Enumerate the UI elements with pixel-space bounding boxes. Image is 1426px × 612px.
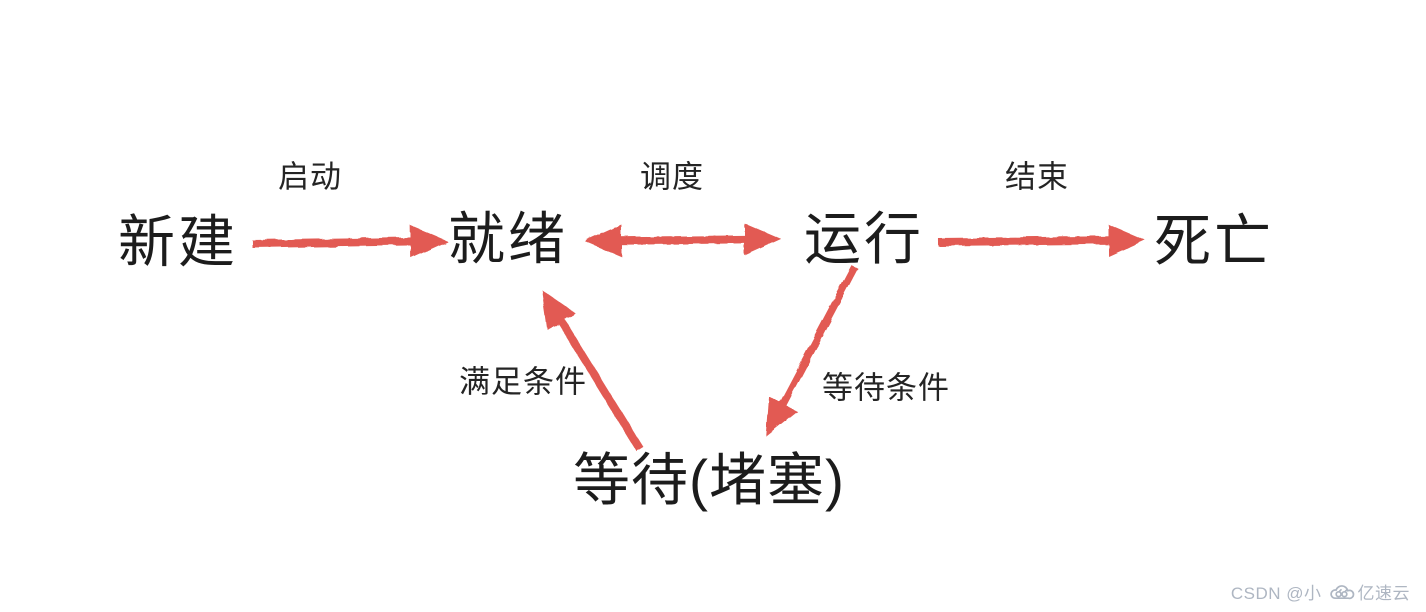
watermark-user-text: CSDN @小 [1230,584,1322,603]
state-node-running: 运行 [804,207,924,272]
arrow-ready-running-bidirectional [584,223,782,257]
watermark-brand-text: 亿速云 [1357,584,1410,603]
edge-label-schedule: 调度 [640,159,704,195]
state-node-waiting: 等待(堵塞) [573,448,845,513]
edge-label-start: 启动 [278,159,342,195]
watermark-brand-group: 亿速云 [1329,579,1411,604]
yisu-cloud-icon [1329,582,1355,602]
edge-label-end: 结束 [1005,159,1069,195]
edge-label-condition-met: 满足条件 [459,364,587,400]
state-node-ready: 就绪 [448,207,568,272]
edge-label-wait-condition: 等待条件 [822,370,950,406]
watermark: CSDN @小 亿速云 [1231,579,1410,604]
arrow-new-to-ready [251,225,448,258]
state-node-new: 新建 [118,210,238,275]
arrow-running-to-dead [937,224,1146,257]
state-node-dead: 死亡 [1154,209,1274,274]
